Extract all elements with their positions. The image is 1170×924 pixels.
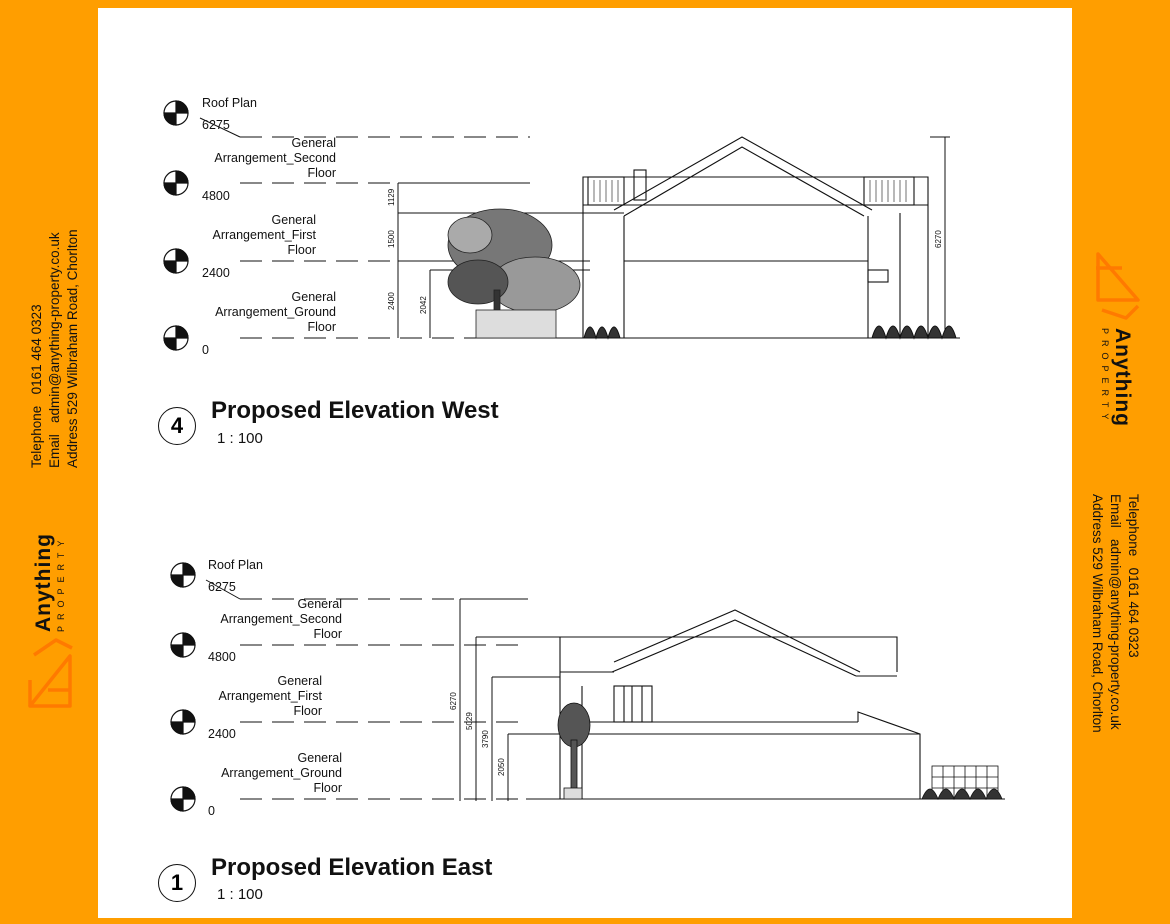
east-level-lines (240, 598, 528, 800)
left-sidebar: Telephone 0161 464 0323 Email admin@anyt… (26, 0, 98, 924)
west-shrubs (583, 325, 957, 340)
west-level-ground-value: 0 (202, 343, 209, 357)
east-level-second-name: General Arrangement_Second Floor (220, 597, 342, 641)
level-marker-icon (163, 170, 189, 196)
west-level-first-value: 2400 (202, 266, 230, 280)
east-dim-2050: 2050 (497, 758, 506, 776)
east-dim-5029: 5029 (465, 712, 474, 730)
west-elevation-number: 4 (158, 407, 196, 445)
west-level-first-name: General Arrangement_First Floor (212, 213, 316, 257)
level-marker-icon (170, 786, 196, 812)
west-level-second-name: General Arrangement_Second Floor (214, 136, 336, 180)
right-ap-logo-icon (1096, 252, 1140, 320)
east-dimension-chain (459, 598, 560, 801)
west-dim-1500: 1500 (387, 230, 396, 248)
east-level-roof-value: 6275 (208, 580, 236, 594)
level-marker-icon (170, 632, 196, 658)
west-dim-2042: 2042 (419, 296, 428, 314)
level-marker-icon (163, 325, 189, 351)
level-marker-icon (170, 709, 196, 735)
west-dim-2400: 2400 (387, 292, 396, 310)
west-window-hatch (593, 180, 907, 202)
west-elevation-scale: 1 : 100 (217, 430, 263, 447)
west-dim-1129: 1129 (387, 188, 396, 206)
east-level-second-value: 4800 (208, 650, 236, 664)
level-marker-icon (163, 248, 189, 274)
west-tree (447, 208, 581, 339)
east-elevation-scale: 1 : 100 (217, 886, 263, 903)
level-marker-icons (163, 100, 196, 812)
east-level-ground-value: 0 (208, 804, 215, 818)
east-elevation-number: 1 (158, 864, 196, 902)
east-fence (921, 765, 1003, 801)
east-level-first-value: 2400 (208, 727, 236, 741)
drawing-sheet (98, 8, 1072, 918)
west-dim-6270: 6270 (934, 230, 943, 248)
east-dim-3790: 3790 (481, 730, 490, 748)
east-level-roof-name: Roof Plan (208, 558, 263, 572)
west-level-roof-name: Roof Plan (202, 96, 257, 110)
left-ap-logo-icon (28, 638, 73, 708)
west-level-roof-value: 6275 (202, 118, 230, 132)
west-level-second-value: 4800 (202, 189, 230, 203)
level-marker-icon (163, 100, 189, 126)
east-dim-6270: 6270 (449, 692, 458, 710)
level-marker-icon (170, 562, 196, 588)
east-building (526, 609, 1005, 800)
west-elevation-title: Proposed Elevation West (211, 397, 499, 424)
east-level-first-name: General Arrangement_First Floor (218, 674, 322, 718)
west-level-ground-name: General Arrangement_Ground Floor (215, 290, 336, 334)
east-level-ground-name: General Arrangement_Ground Floor (221, 751, 342, 795)
east-elevation-title: Proposed Elevation East (211, 854, 493, 881)
right-sidebar: Telephone 0161 464 0323 Email admin@anyt… (1072, 0, 1170, 924)
east-palm (557, 702, 591, 800)
